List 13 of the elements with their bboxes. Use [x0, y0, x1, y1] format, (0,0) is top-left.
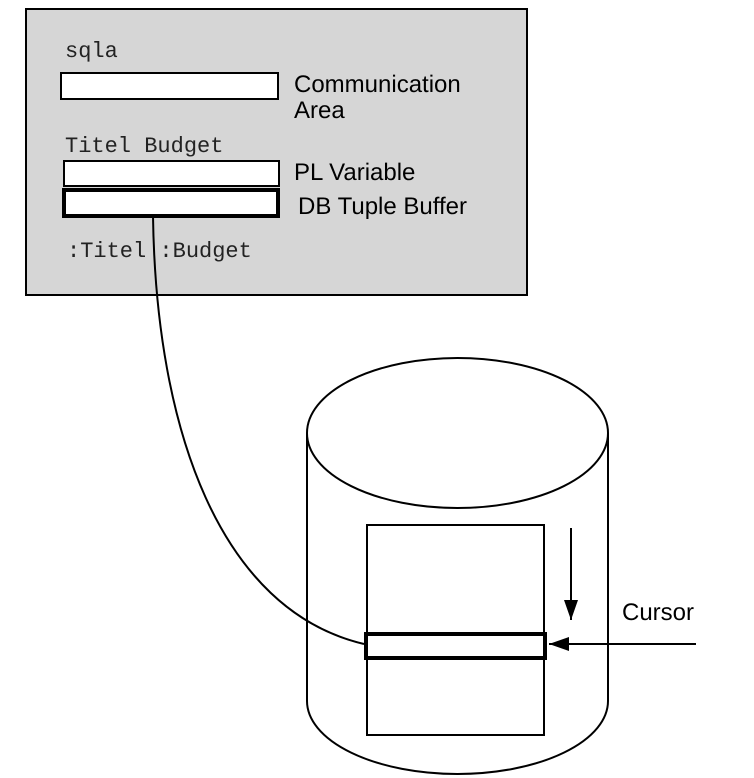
program-panel: [25, 8, 528, 296]
variable-label: PL Variable: [294, 160, 416, 186]
variable-name: Titel Budget: [65, 135, 224, 159]
arrow: [549, 637, 696, 651]
connector-line: [152, 216, 364, 645]
host-variables-label: :Titel :Budget: [67, 238, 252, 266]
table-rect: [366, 524, 545, 736]
buffer-label: DB Tuple Buffer: [298, 194, 468, 220]
database-cylinder: [305, 356, 610, 776]
cursor-label: Cursor: [622, 600, 702, 644]
area-label: Communication Area: [294, 72, 462, 124]
cursor-row: [364, 632, 547, 660]
variable-name: sqla: [65, 40, 118, 64]
